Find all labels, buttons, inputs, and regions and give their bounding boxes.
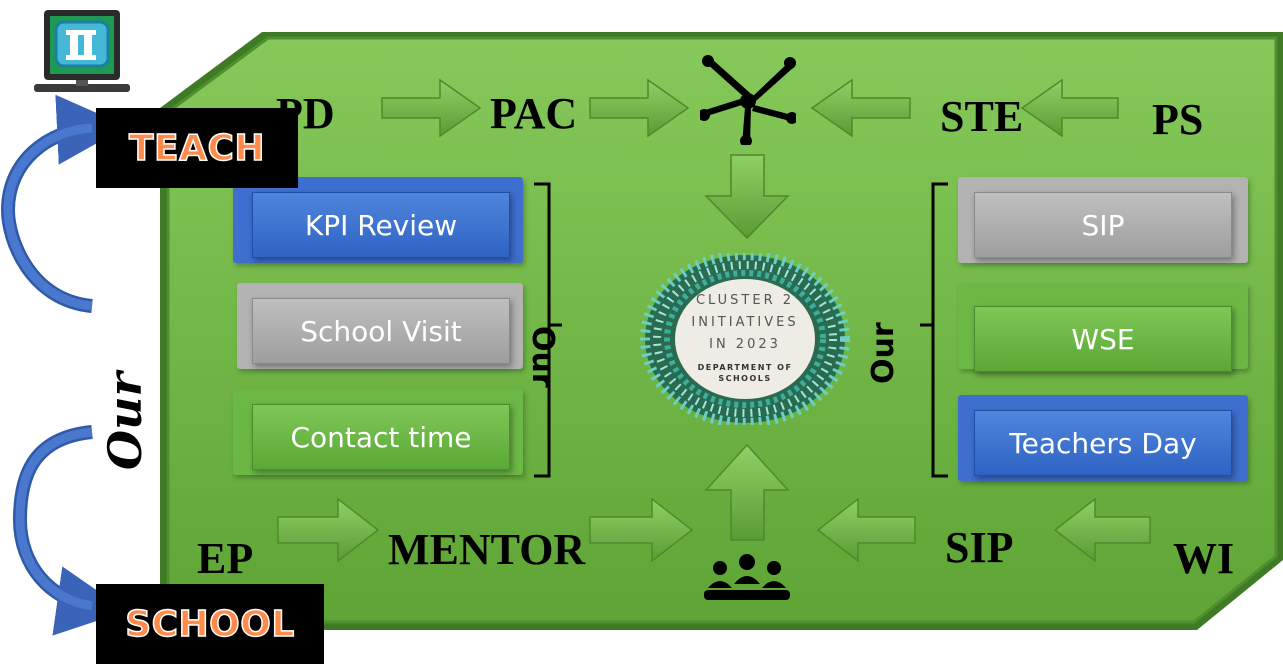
seal-line-1: CLUSTER 2 [695, 293, 795, 308]
flow-top-pac: PAC [490, 89, 578, 138]
our-label-left: Our [525, 326, 560, 388]
flow-top-ste: STE [940, 92, 1024, 141]
seal-line-3: IN 2023 [709, 337, 781, 352]
right-item-teachers-day[interactable]: Teachers Day [974, 410, 1232, 476]
flow-bottom-sip: SIP [945, 523, 1014, 572]
laptop-logo-icon [30, 4, 138, 104]
left-item-kpi-review[interactable]: KPI Review [252, 192, 510, 258]
right-item-wse[interactable]: WSE [974, 306, 1232, 372]
seal-line-5: SCHOOLS [718, 374, 772, 383]
seal-line-2: INITIATIVES [691, 315, 799, 330]
flow-top-ps: PS [1152, 95, 1204, 144]
our-label-right: Our [866, 322, 901, 384]
teach-badge: TEACH [96, 108, 298, 188]
our-label-far-left: Our [98, 372, 152, 470]
flow-bottom-ep: EP [197, 534, 254, 583]
cluster-seal: CLUSTER 2 INITIATIVES IN 2023 DEPARTMENT… [640, 253, 850, 425]
meeting-group-icon [702, 552, 792, 602]
flow-bottom-mentor: MENTOR [388, 525, 586, 574]
school-badge: SCHOOL [96, 584, 324, 664]
right-item-sip[interactable]: SIP [974, 192, 1232, 258]
left-item-school-visit[interactable]: School Visit [252, 298, 510, 364]
left-item-contact-time[interactable]: Contact time [252, 404, 510, 470]
flow-bottom-wi: WI [1173, 534, 1235, 583]
seal-line-4: DEPARTMENT OF [697, 363, 793, 372]
hands-teamwork-icon [698, 55, 798, 147]
